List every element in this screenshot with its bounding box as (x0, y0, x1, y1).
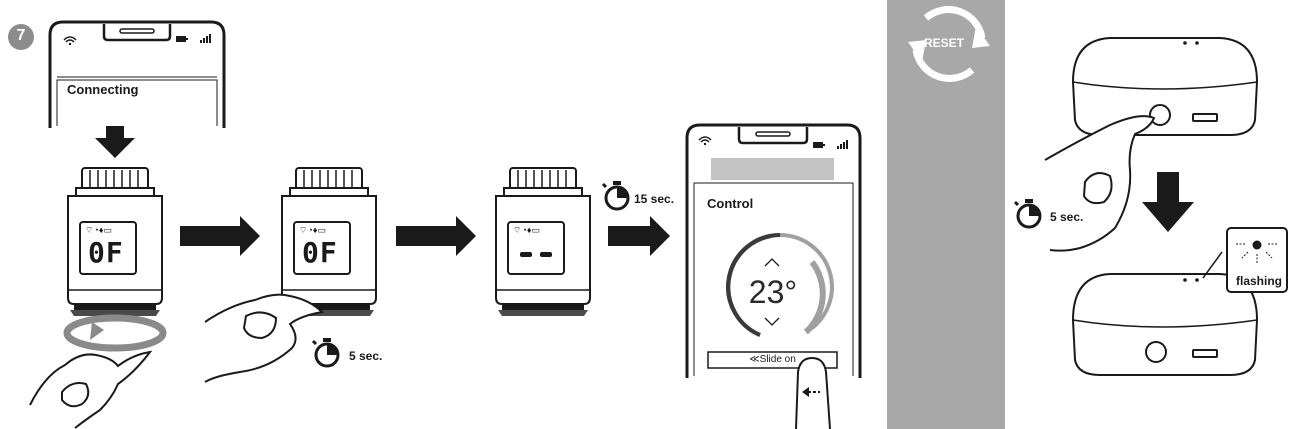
reset-timer-label: 5 sec. (1050, 210, 1084, 224)
pressing-hand-icon (1044, 115, 1156, 252)
stopwatch-icon (601, 181, 630, 211)
gateway-top (1071, 37, 1259, 136)
thermostat-1-display: 0F (88, 236, 124, 269)
right-arrow-icon (396, 216, 476, 256)
control-title: Control (707, 196, 754, 211)
gateway-bottom (1071, 251, 1259, 376)
thermostat-1 (63, 167, 167, 352)
rotate-arrow-icon (63, 314, 167, 352)
lcd-icons: ⌔◔♦▭ (513, 225, 540, 235)
battery-icon (813, 142, 825, 148)
temperature-value: 23° (748, 274, 798, 310)
reset-icon (908, 6, 990, 82)
chevron-up-icon (764, 258, 780, 267)
led-callout (1226, 227, 1288, 293)
reset-label: RESET (924, 36, 965, 50)
stopwatch-icon (1013, 199, 1042, 229)
slide-on-label[interactable]: ≪Slide on (749, 354, 796, 365)
temperature-dial (726, 233, 834, 337)
thermostat-2-display: 0F (302, 236, 338, 269)
wifi-icon (698, 136, 712, 146)
chevron-down-icon (764, 317, 780, 326)
timer-15-sec-label: 15 sec. (634, 192, 675, 206)
right-arrow-icon (608, 216, 670, 256)
led-icon (1252, 240, 1262, 250)
reset-panel (887, 0, 1005, 429)
lcd-icons: ⌔◔♦▭ (85, 225, 112, 235)
flashing-label: flashing (1236, 274, 1283, 288)
phone-control (685, 123, 862, 378)
step-badge: 7 (8, 24, 34, 50)
stopwatch-icon (311, 338, 340, 368)
pressing-hand-icon (204, 293, 325, 383)
signal-icon (200, 34, 211, 43)
right-arrow-icon (180, 216, 260, 256)
down-arrow-icon (1142, 172, 1194, 232)
signal-icon (837, 140, 848, 149)
phone-connecting (48, 20, 226, 128)
battery-icon (176, 36, 188, 42)
timer-5-sec-label: 5 sec. (349, 349, 383, 363)
thermostat-3 (495, 167, 591, 316)
swipe-finger-icon (795, 356, 831, 429)
connecting-label: Connecting (67, 82, 139, 97)
lcd-icons: ⌔◔♦▭ (299, 225, 326, 235)
step-number: 7 (16, 27, 26, 44)
down-arrow-icon (95, 126, 135, 158)
wifi-icon (63, 36, 77, 46)
hand-icon (29, 350, 153, 429)
